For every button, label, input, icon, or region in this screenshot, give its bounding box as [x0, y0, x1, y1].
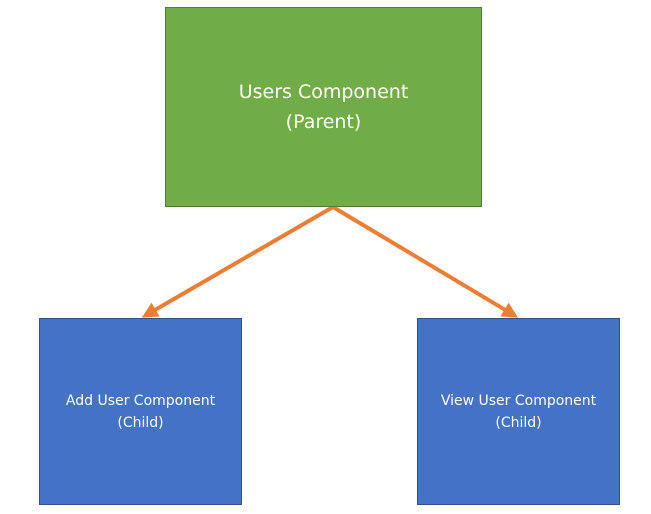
- parent-subtitle: (Parent): [285, 111, 362, 133]
- child-subtitle: (Child): [117, 414, 164, 431]
- arrow-parent-to-view-user: [331, 205, 519, 318]
- child-title: View User Component: [440, 392, 597, 409]
- view-user-component-child-box: View User Component (Child): [417, 318, 620, 505]
- users-component-parent-box: Users Component (Parent): [165, 7, 482, 207]
- add-user-component-child-box: Add User Component (Child): [39, 318, 242, 505]
- child-subtitle: (Child): [495, 414, 542, 431]
- arrow-parent-to-add-user: [141, 205, 335, 318]
- child-title: Add User Component: [65, 392, 216, 409]
- parent-title: Users Component: [238, 81, 409, 103]
